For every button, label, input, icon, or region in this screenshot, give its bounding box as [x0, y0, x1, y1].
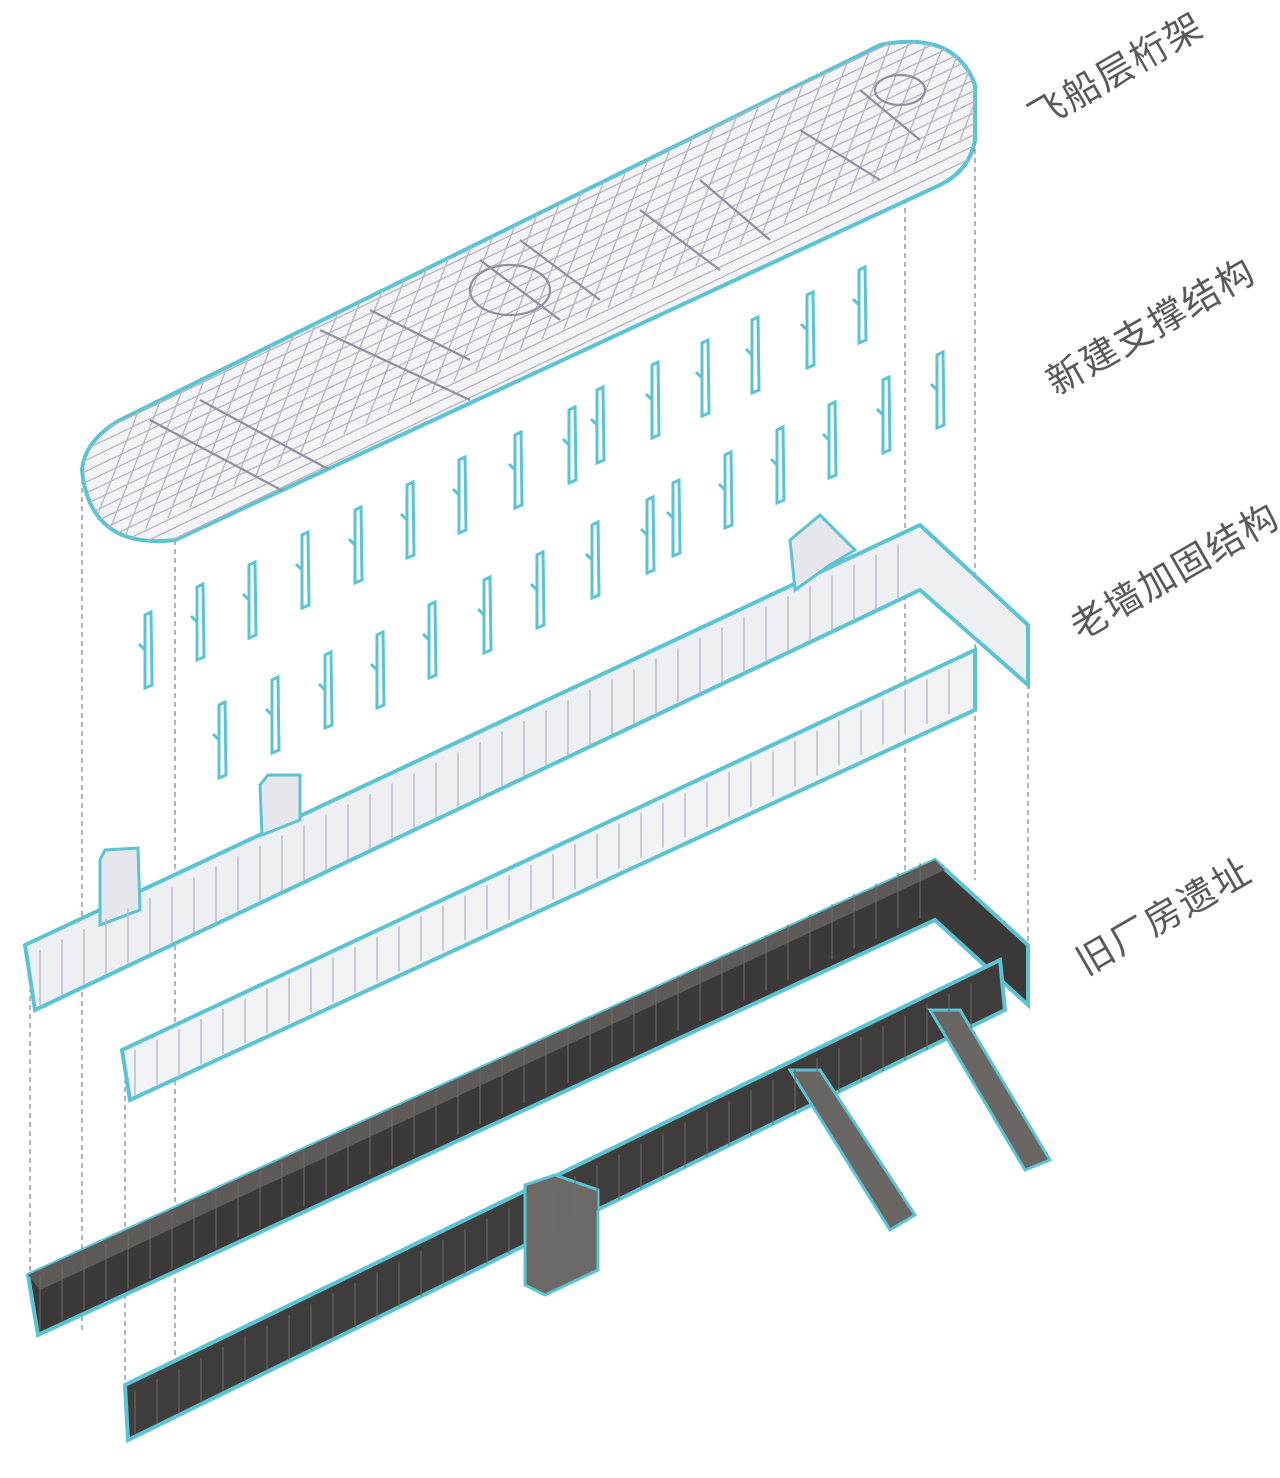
support-column [665, 477, 682, 559]
support-column [507, 429, 524, 511]
support-column [851, 264, 868, 346]
support-column [264, 674, 281, 756]
bridge-ramp-right [927, 1008, 1053, 1172]
front-wall-frame [119, 646, 977, 1103]
ruins-roof-strip [28, 860, 945, 1290]
support-column [451, 454, 468, 536]
support-column [744, 314, 761, 396]
stair-tower-left [98, 846, 142, 928]
support-column [769, 424, 786, 506]
truss-layer [79, 39, 977, 544]
stair-tower-middle [258, 773, 302, 838]
support-column [717, 449, 734, 531]
support-column [929, 349, 946, 431]
support-column [421, 599, 438, 681]
support-column [821, 399, 838, 481]
back-wall-frame [22, 522, 1030, 1013]
support-column [189, 581, 206, 663]
support-column [875, 374, 892, 456]
support-column [529, 549, 546, 631]
support-column [639, 494, 656, 576]
support-column [241, 559, 258, 641]
support-column [399, 479, 416, 561]
bridge-ramp-left [787, 1068, 918, 1233]
support-column [799, 289, 816, 371]
truss-outline [79, 39, 977, 544]
stair-tower-right [788, 512, 858, 593]
support-column [584, 519, 601, 601]
support-column [561, 404, 578, 486]
support-column [589, 384, 606, 466]
support-column [137, 609, 154, 691]
support-column [369, 629, 386, 711]
support-column [317, 649, 334, 731]
wall-reinforcement-layer [22, 512, 1030, 1103]
support-column [476, 574, 493, 656]
support-column [644, 359, 661, 441]
support-column [694, 337, 711, 419]
support-columns-layer [137, 264, 946, 781]
factory-ruins-layer [25, 857, 1053, 1444]
ruins-stair-tower [523, 1173, 600, 1297]
support-column [347, 504, 364, 586]
support-column [294, 529, 311, 611]
support-column [211, 699, 228, 781]
